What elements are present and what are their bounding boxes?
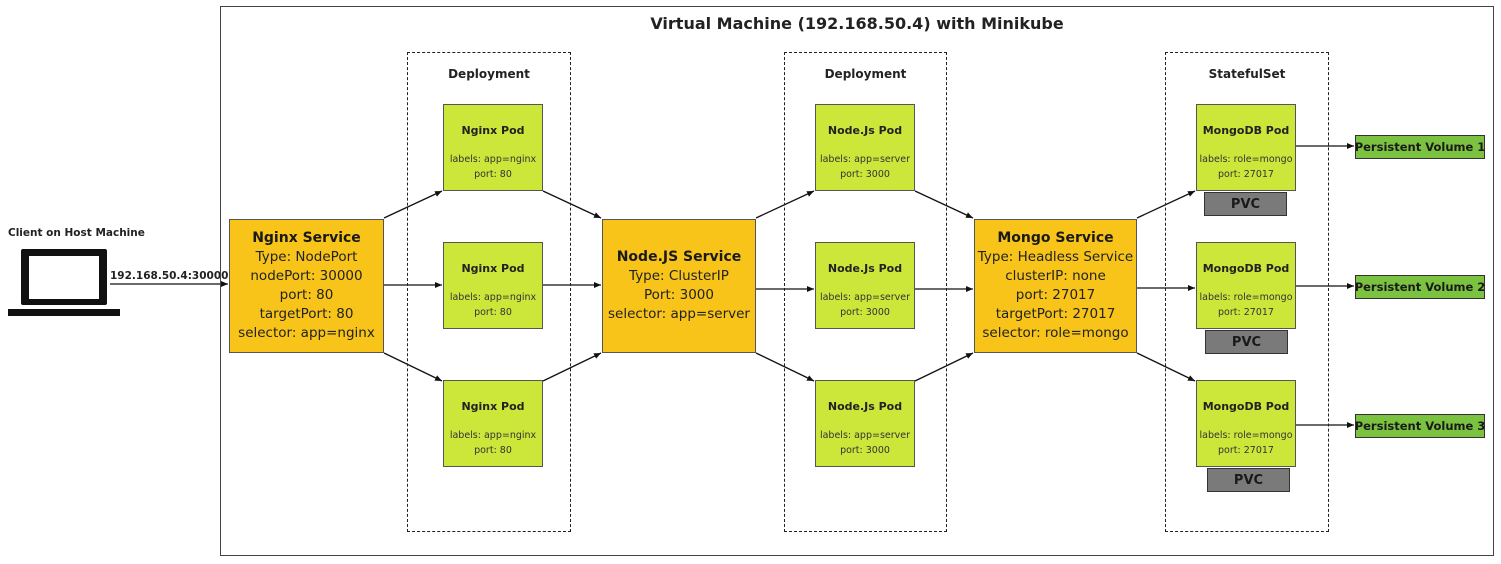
deployment-group-node	[784, 52, 947, 532]
deployment-group-nginx	[407, 52, 571, 532]
edge-node-service-pod-3	[755, 352, 815, 382]
client-label: Client on Host Machine	[8, 227, 145, 239]
edge-node-pod-1-mongo-service	[914, 190, 974, 219]
pod-labels: labels: role=mongo	[1199, 292, 1293, 303]
pod-title: MongoDB Pod	[1202, 400, 1290, 413]
edge-mongo-service-pod-3	[1136, 352, 1196, 382]
pod-title: Node.Js Pod	[827, 124, 903, 137]
pod-labels: labels: app=nginx	[449, 430, 537, 441]
mongo-pod-node: MongoDB Pod labels: role=mongo port: 270…	[1196, 242, 1296, 329]
service-line: Type: ClusterIP	[629, 268, 729, 284]
persistent-volume: Persistent Volume 3	[1355, 414, 1485, 438]
pod-title: Node.Js Pod	[827, 400, 903, 413]
node-pod-node: Node.Js Pod labels: app=server port: 300…	[815, 104, 915, 191]
group-title: Deployment	[824, 67, 907, 81]
pod-title: Nginx Pod	[461, 262, 525, 275]
pod-title: Node.Js Pod	[827, 262, 903, 275]
service-line: Type: Headless Service	[977, 249, 1134, 265]
vm-frame	[220, 6, 1494, 556]
node-service-node: Node.JS Service Type: ClusterIP Port: 30…	[602, 219, 756, 353]
service-line: port: 27017	[1015, 287, 1096, 303]
edge-node-pod-3-mongo-service	[914, 352, 974, 382]
service-line: targetPort: 27017	[995, 306, 1116, 322]
pod-title: MongoDB Pod	[1202, 124, 1290, 137]
service-line: clusterIP: none	[1005, 268, 1106, 284]
pod-port: port: 3000	[840, 307, 890, 318]
nginx-service-node: Nginx Service Type: NodePort nodePort: 3…	[229, 219, 384, 353]
service-line: targetPort: 80	[259, 306, 354, 322]
node-pod-node: Node.Js Pod labels: app=server port: 300…	[815, 242, 915, 329]
pod-labels: labels: app=server	[819, 430, 911, 441]
pvc-box: PVC	[1207, 468, 1290, 492]
pod-title: Nginx Pod	[461, 400, 525, 413]
pod-port: port: 27017	[1218, 445, 1274, 456]
edge-mongo-service-pod-1	[1136, 190, 1196, 219]
pod-port: port: 80	[474, 169, 512, 180]
vm-title: Virtual Machine (192.168.50.4) with Mini…	[650, 14, 1064, 33]
pvc-box: PVC	[1204, 192, 1287, 216]
group-title: StatefulSet	[1208, 67, 1286, 81]
service-line: selector: app=nginx	[238, 325, 375, 341]
nginx-pod-node: Nginx Pod labels: app=nginx port: 80	[443, 380, 543, 467]
pod-port: port: 3000	[840, 445, 890, 456]
edge-nginx-service-pod-1	[383, 190, 443, 219]
pod-labels: labels: app=nginx	[449, 292, 537, 303]
pod-title: MongoDB Pod	[1202, 262, 1290, 275]
service-line: Port: 3000	[644, 287, 714, 303]
pvc-box: PVC	[1205, 330, 1288, 354]
service-line: port: 80	[279, 287, 334, 303]
edge-nginx-service-pod-3	[383, 352, 443, 382]
service-title: Node.JS Service	[616, 249, 742, 265]
pod-labels: labels: role=mongo	[1199, 154, 1293, 165]
pod-port: port: 27017	[1218, 307, 1274, 318]
nginx-pod-node: Nginx Pod labels: app=nginx port: 80	[443, 104, 543, 191]
edge-node-service-pod-1	[755, 190, 815, 219]
service-line: selector: app=server	[608, 306, 750, 322]
service-line: Type: NodePort	[255, 249, 358, 265]
pod-port: port: 27017	[1218, 169, 1274, 180]
client-edge-label: 192.168.50.4:30000	[110, 270, 229, 282]
pod-title: Nginx Pod	[461, 124, 525, 137]
pod-port: port: 3000	[840, 169, 890, 180]
node-pod-node: Node.Js Pod labels: app=server port: 300…	[815, 380, 915, 467]
pod-port: port: 80	[474, 445, 512, 456]
persistent-volume: Persistent Volume 1	[1355, 135, 1485, 159]
pod-labels: labels: app=server	[819, 154, 911, 165]
statefulset-group-mongo	[1165, 52, 1329, 532]
group-title: Deployment	[448, 67, 530, 81]
persistent-volume: Persistent Volume 2	[1355, 275, 1485, 299]
mongo-pod-node: MongoDB Pod labels: role=mongo port: 270…	[1196, 380, 1296, 467]
pod-labels: labels: role=mongo	[1199, 430, 1293, 441]
service-line: nodePort: 30000	[250, 268, 363, 284]
edge-nginx-pod-1-node-service	[542, 190, 602, 219]
pod-port: port: 80	[474, 307, 512, 318]
service-title: Nginx Service	[252, 230, 361, 246]
nginx-pod-node: Nginx Pod labels: app=nginx port: 80	[443, 242, 543, 329]
service-line: selector: role=mongo	[982, 325, 1129, 341]
pod-labels: labels: app=nginx	[449, 154, 537, 165]
mongo-pod-node: MongoDB Pod labels: role=mongo port: 270…	[1196, 104, 1296, 191]
mongo-service-node: Mongo Service Type: Headless Service clu…	[974, 219, 1137, 353]
pod-labels: labels: app=server	[819, 292, 911, 303]
service-title: Mongo Service	[997, 230, 1114, 246]
edge-nginx-pod-3-node-service	[542, 352, 602, 382]
laptop-icon	[8, 249, 120, 316]
